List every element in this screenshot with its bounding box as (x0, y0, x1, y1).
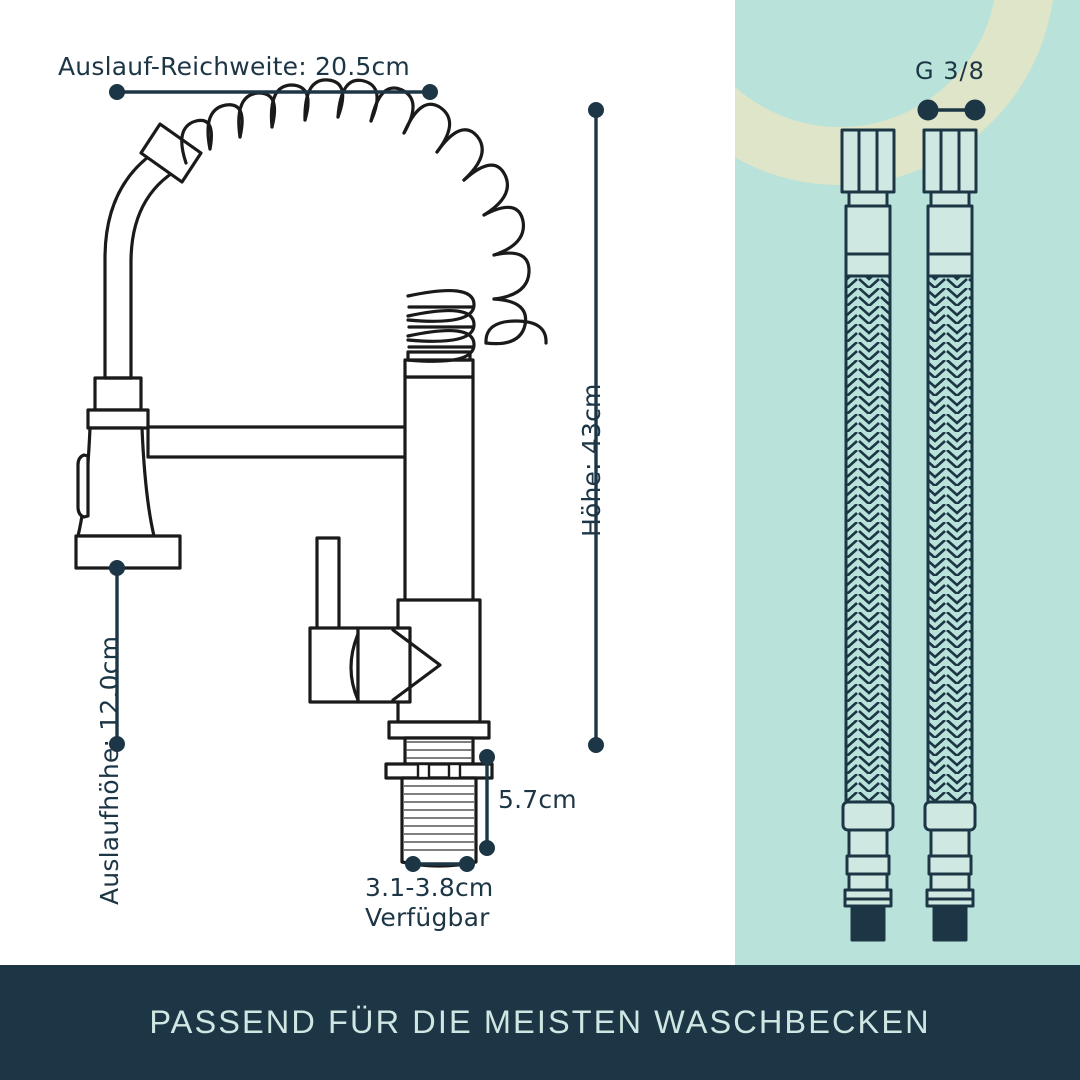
shank-washer-notches (416, 762, 462, 780)
dimension-line-height (588, 102, 604, 753)
label-spout-height: Auslaufhöhe: 12.0cm (95, 635, 124, 905)
banner-text: PASSEND FÜR DIE MEISTEN WASCHBECKEN (149, 1004, 931, 1040)
label-availability: Verfügbar (365, 903, 490, 932)
hose-panel (735, 0, 1080, 965)
label-reach: Auslauf-Reichweite: 20.5cm (58, 52, 410, 81)
dimension-line-spout-height (109, 560, 125, 752)
hose-assembly-right (922, 128, 978, 942)
dimension-lines (109, 84, 986, 872)
bottom-banner: PASSEND FÜR DIE MEISTEN WASCHBECKEN (0, 965, 1080, 1080)
shank-threads (404, 741, 474, 851)
dimension-line-hole-diameter (405, 856, 475, 872)
hose-assembly-left (840, 128, 896, 942)
label-height: Höhe: 43cm (577, 383, 606, 537)
label-shank-length: 5.7cm (498, 785, 577, 814)
spring-coil (180, 78, 548, 363)
label-thread-size: G 3/8 (915, 57, 985, 85)
spray-head (74, 376, 182, 570)
label-hole-diameter: 3.1-3.8cm (365, 873, 494, 902)
dimension-line-shank (479, 749, 495, 856)
dimension-line-reach (109, 84, 438, 100)
faucet-outline (74, 122, 494, 868)
dimension-line-thread (917, 99, 986, 121)
